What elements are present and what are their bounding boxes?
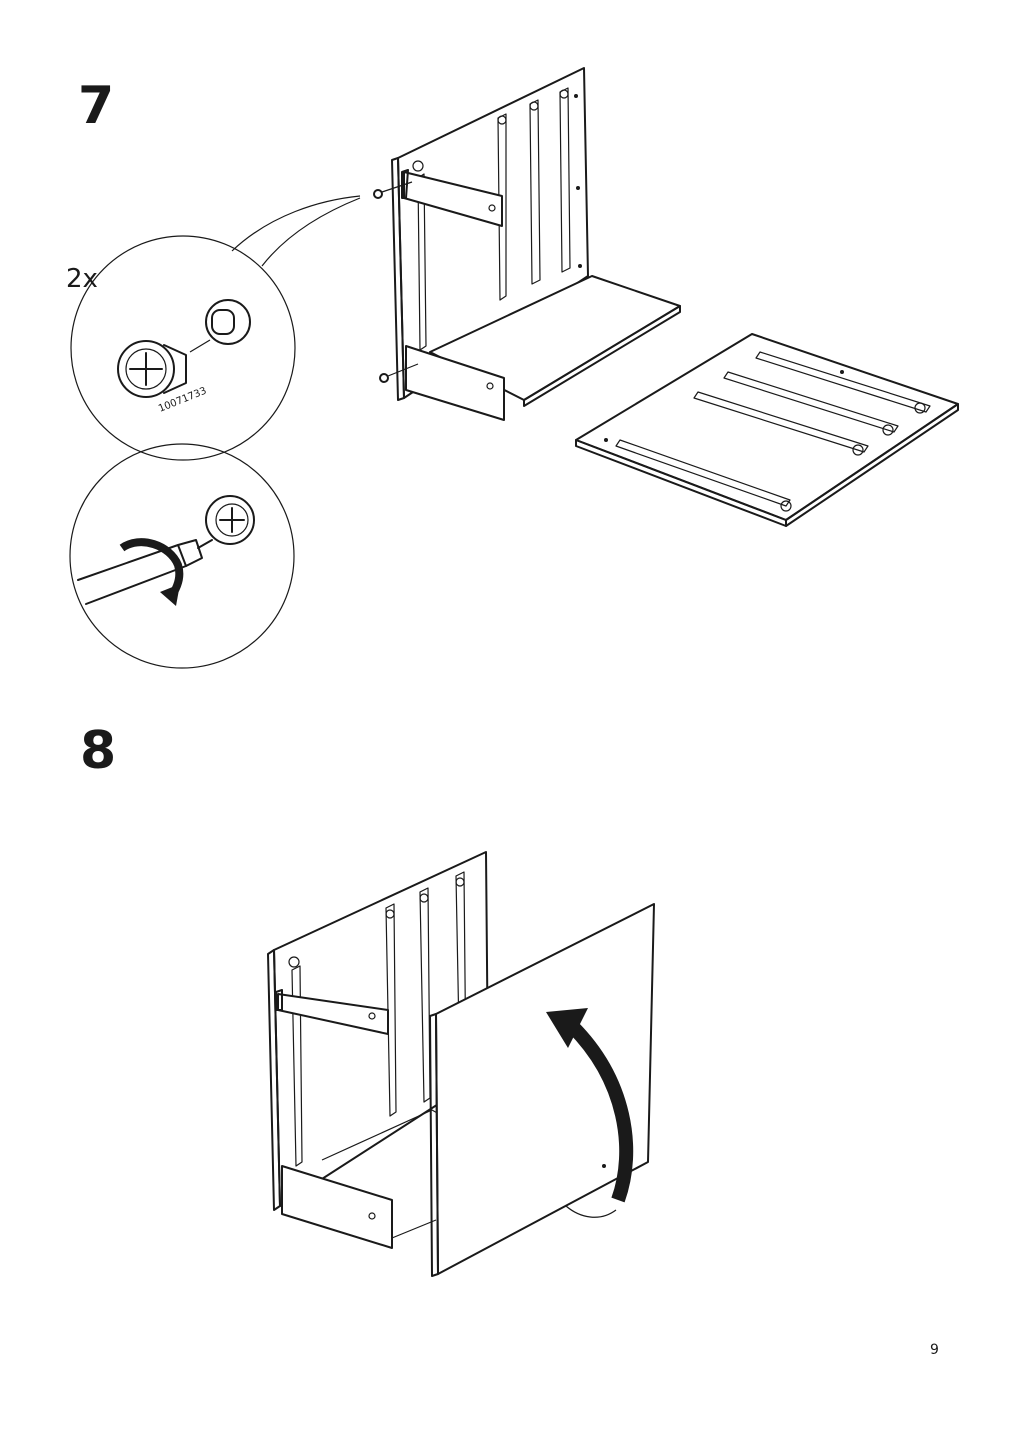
cam-bolt-icon [373, 181, 419, 383]
side-panel-raising [429, 903, 655, 1277]
cam-lock-callout: 10071733 [70, 195, 361, 461]
side-panel-flat [575, 333, 959, 527]
tighten-callout [69, 443, 295, 669]
rotate-clockwise-arrow-icon [119, 538, 184, 606]
fold-up-arrow-icon [546, 1008, 634, 1203]
quantity-label: 2x [66, 264, 98, 294]
page-number: 9 [930, 1342, 939, 1358]
carcass-assembly [267, 851, 489, 1249]
step-8-number: 8 [80, 721, 117, 781]
back-panel-assembly [373, 67, 681, 421]
cam-lock-head-icon [205, 495, 255, 545]
screwdriver-icon [77, 539, 213, 605]
step-7-number: 7 [78, 76, 115, 136]
cam-lock-icon [117, 299, 251, 398]
